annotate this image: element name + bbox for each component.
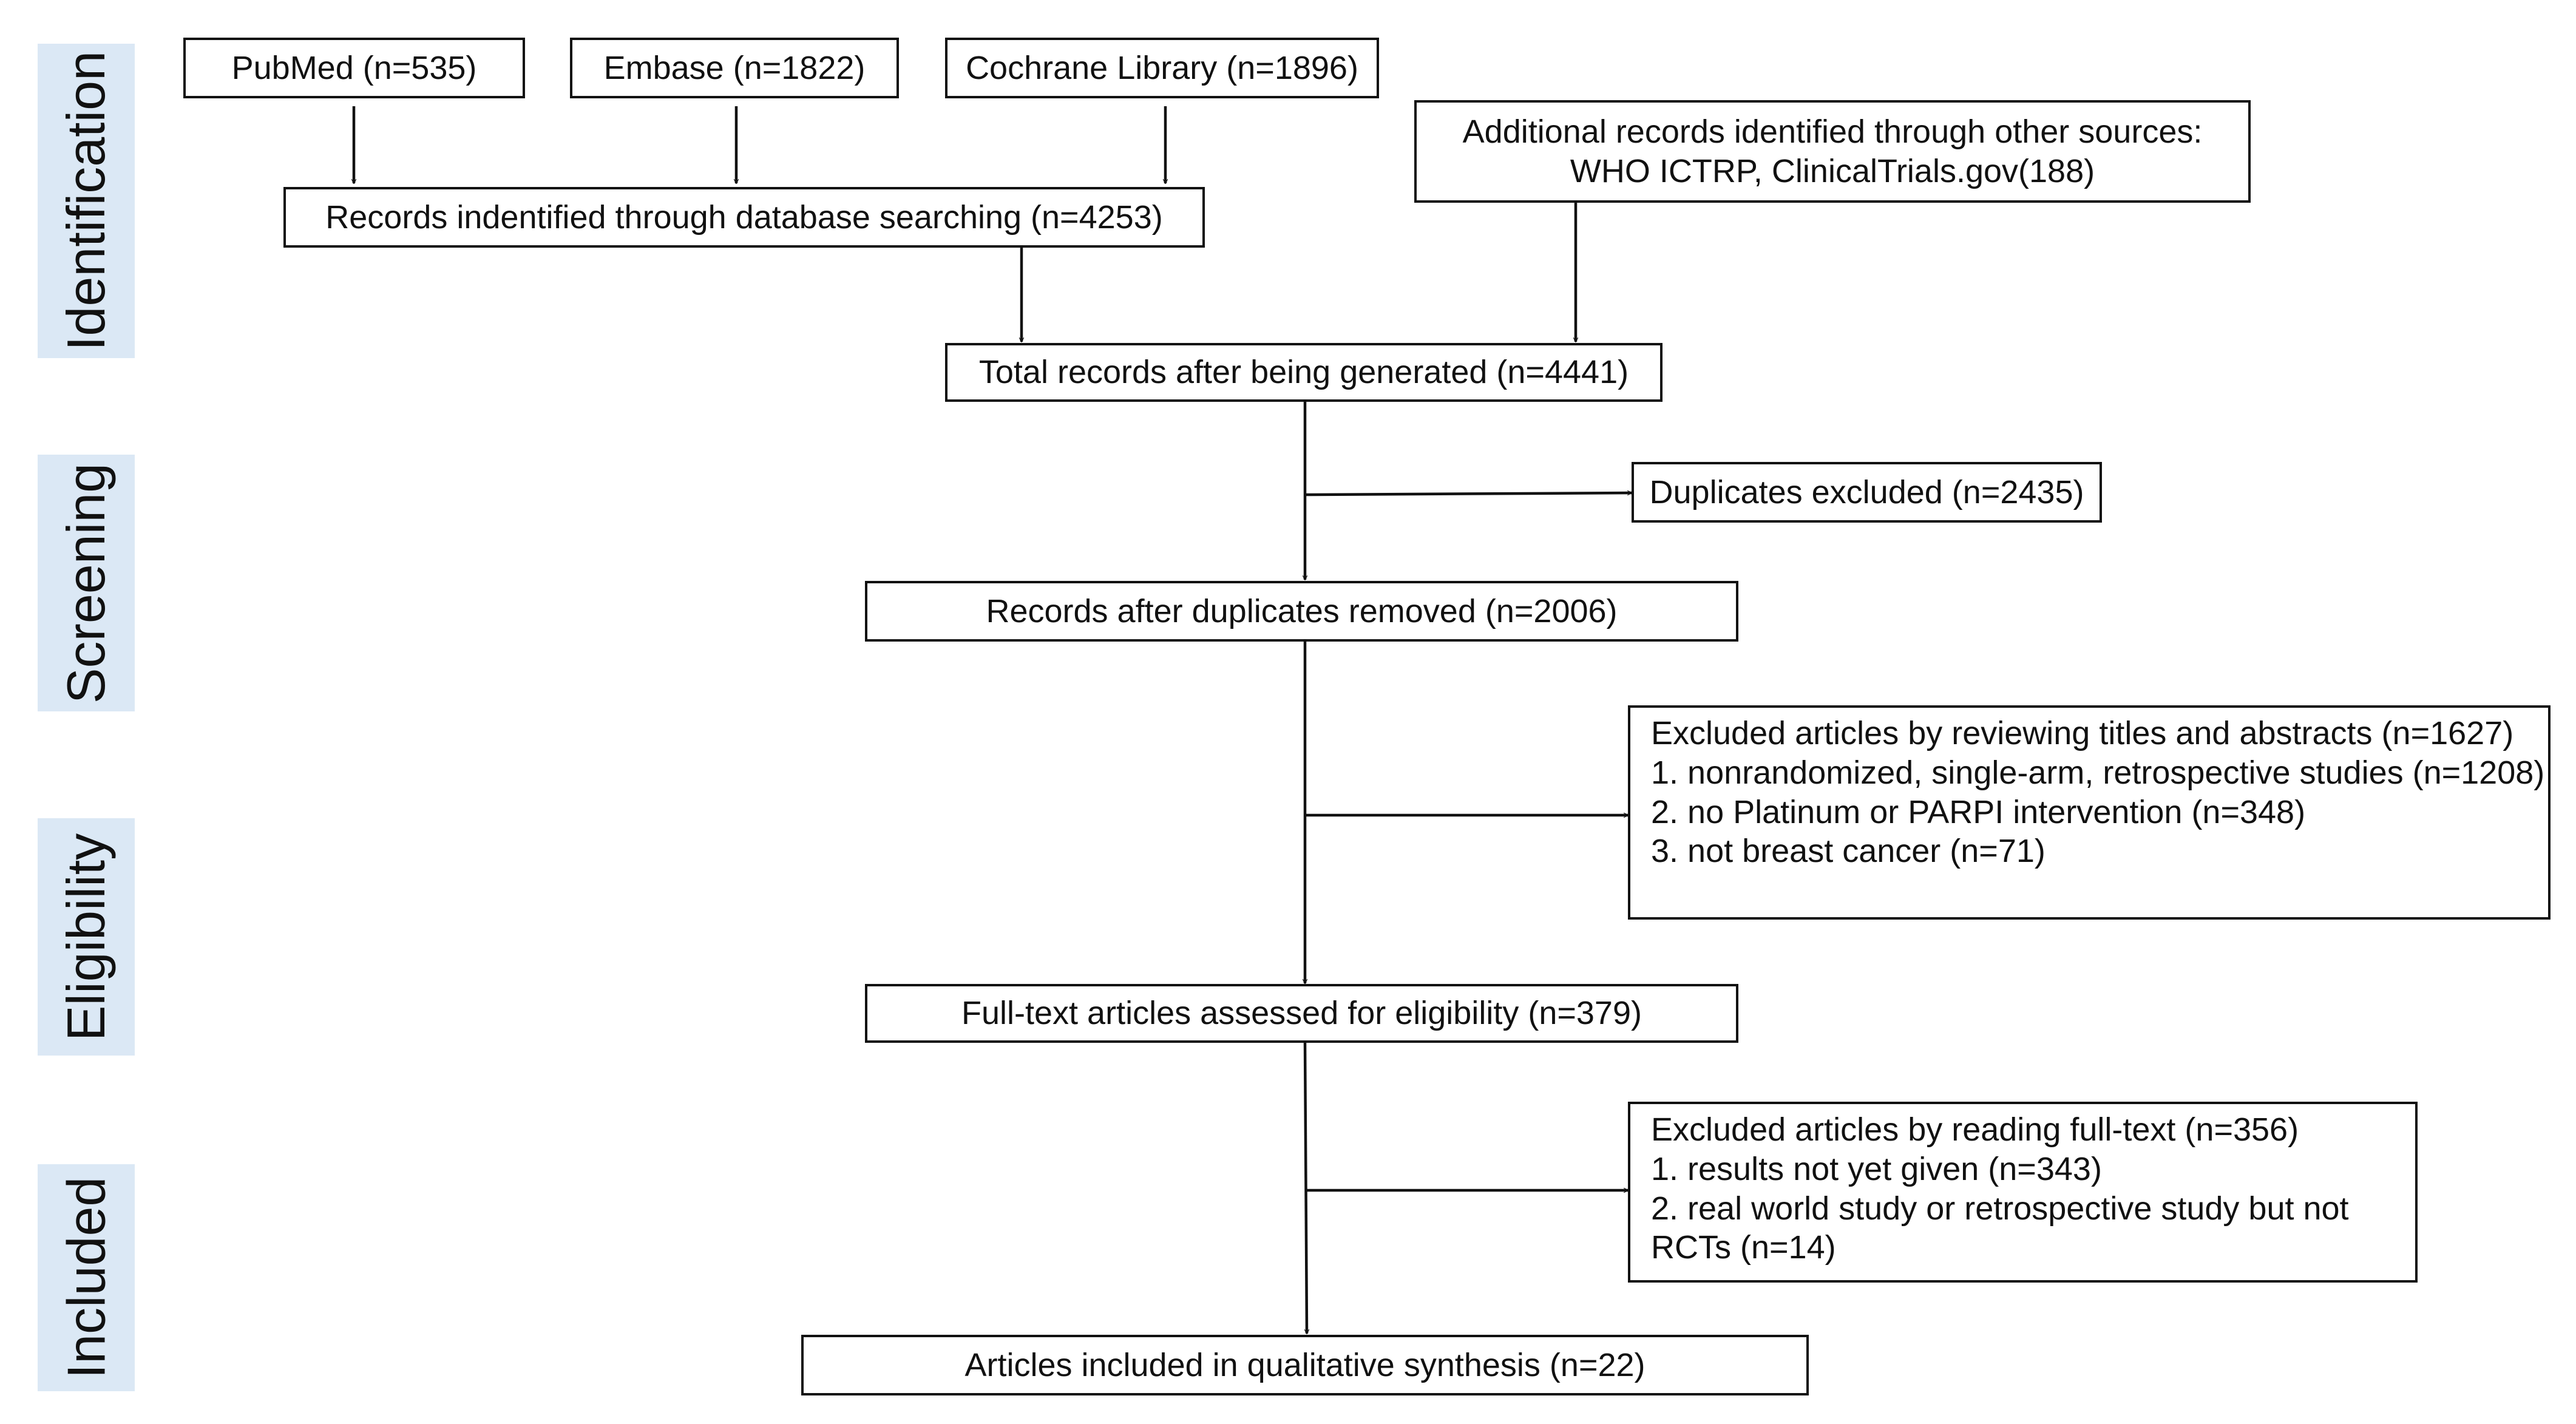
stage-identification: Identification [38, 44, 135, 358]
database-records-label: Records indentified through database sea… [325, 198, 1163, 236]
embase-label: Embase (n=1822) [603, 49, 866, 86]
embase-box: Embase (n=1822) [570, 38, 899, 98]
total-records-box: Total records after being generated (n=4… [945, 343, 1663, 402]
excluded-titles-heading: Excluded articles by reviewing titles an… [1651, 715, 2514, 751]
pubmed-box: PubMed (n=535) [183, 38, 525, 98]
included-box: Articles included in qualitative synthes… [801, 1335, 1809, 1395]
stage-identification-label: Identification [56, 50, 117, 351]
duplicates-excluded-box: Duplicates excluded (n=2435) [1632, 462, 2102, 523]
after-duplicates-label: Records after duplicates removed (n=2006… [986, 592, 1618, 629]
additional-sources-line-1: Additional records identified through ot… [1462, 113, 2203, 150]
duplicates-excluded-label: Duplicates excluded (n=2435) [1649, 473, 2084, 510]
arrow-to-duplicates-excluded [1304, 493, 1632, 497]
excluded-titles-box: Excluded articles by reviewing titles an… [1628, 705, 2551, 920]
excluded-fulltext-reason-1: 1. results not yet given (n=343) [1651, 1150, 2102, 1187]
cochrane-box: Cochrane Library (n=1896) [945, 38, 1379, 98]
fulltext-assessed-label: Full-text articles assessed for eligibil… [961, 995, 1642, 1032]
total-records-label: Total records after being generated (n=4… [978, 354, 1629, 391]
arrow-fulltext-to-included [1303, 1042, 1307, 1334]
stage-eligibility-label: Eligibility [56, 833, 116, 1041]
excluded-fulltext-reason-2-cont: RCTs (n=14) [1651, 1229, 1836, 1266]
included-label: Articles included in qualitative synthes… [964, 1346, 1646, 1383]
stage-included-label: Included [56, 1176, 116, 1379]
excluded-fulltext-heading: Excluded articles by reading full-text (… [1651, 1111, 2299, 1148]
excluded-titles-reason-3: 3. not breast cancer (n=71) [1651, 833, 2046, 870]
database-records-box: Records indentified through database sea… [283, 187, 1205, 248]
stage-screening-label: Screening [56, 463, 117, 704]
additional-sources-line-2: WHO ICTRP, ClinicalTrials.gov(188) [1570, 152, 2095, 189]
fulltext-assessed-box: Full-text articles assessed for eligibil… [865, 984, 1738, 1043]
excluded-fulltext-box: Excluded articles by reading full-text (… [1628, 1102, 2418, 1283]
after-duplicates-box: Records after duplicates removed (n=2006… [865, 581, 1738, 642]
stage-screening: Screening [38, 455, 135, 711]
stage-eligibility: Eligibility [38, 818, 135, 1056]
additional-sources-box: Additional records identified through ot… [1414, 100, 2251, 203]
excluded-titles-reason-2: 2. no Platinum or PARPI intervention (n=… [1651, 793, 2306, 830]
excluded-titles-reason-1: 1. nonrandomized, single-arm, retrospect… [1651, 754, 2545, 791]
cochrane-label: Cochrane Library (n=1896) [966, 49, 1358, 86]
excluded-fulltext-reason-2: 2. real world study or retrospective stu… [1651, 1190, 2349, 1227]
pubmed-label: PubMed (n=535) [231, 49, 477, 86]
stage-included: Included [38, 1164, 135, 1391]
